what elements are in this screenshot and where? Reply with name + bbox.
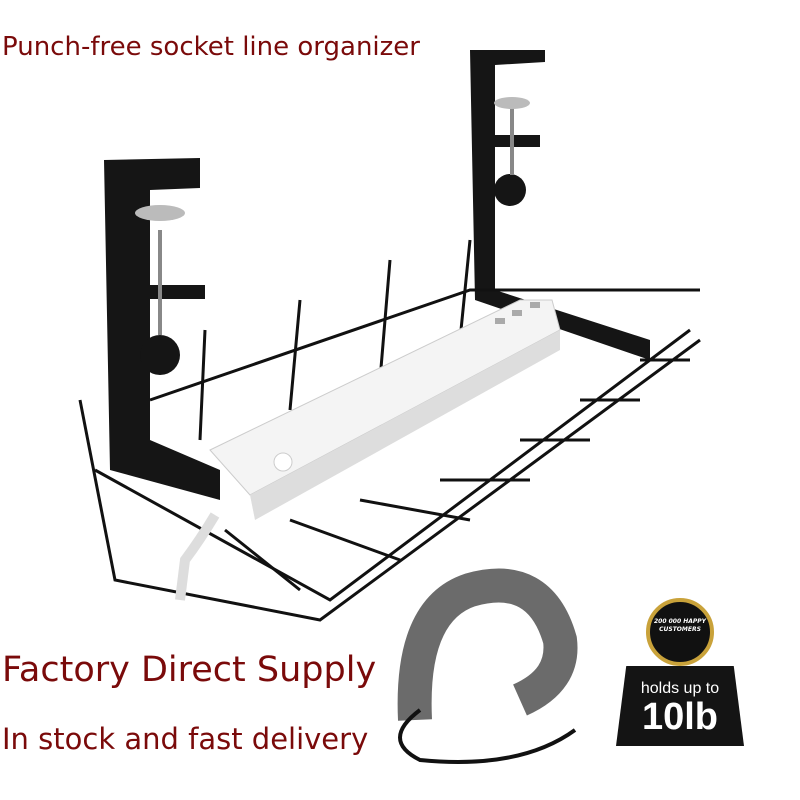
power-strip: [175, 299, 561, 601]
tagline-factory-direct: Factory Direct Supply: [2, 650, 377, 690]
left-bracket: [104, 158, 220, 500]
customer-seal: 200 000 HAPPY CUSTOMERS: [646, 598, 714, 666]
product-title: Punch-free socket line organizer: [2, 32, 420, 62]
badge-line-1: holds up to: [640, 680, 720, 697]
badge-plate: holds up to 10lb: [616, 666, 744, 746]
capacity-badge: 200 000 HAPPY CUSTOMERS holds up to 10lb: [612, 598, 748, 748]
badge-line-2: 10lb: [641, 696, 719, 738]
velcro-roll: [397, 568, 578, 764]
tagline-fast-delivery: In stock and fast delivery: [2, 722, 369, 756]
wire-basket: [78, 239, 701, 622]
